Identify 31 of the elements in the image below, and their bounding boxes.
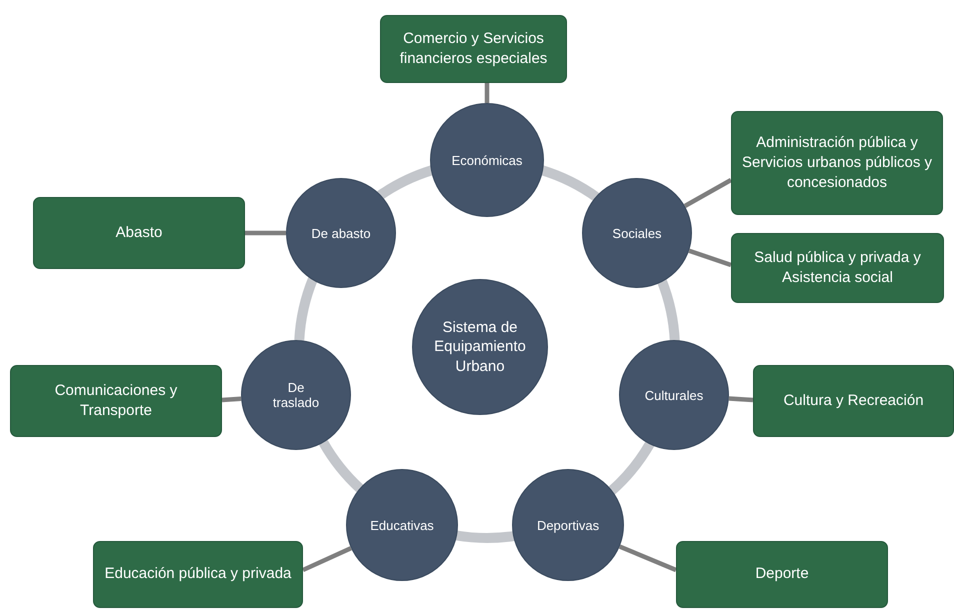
subsystem-box: Abasto <box>33 197 245 269</box>
connector-line <box>245 230 286 236</box>
subsystem-box: Educación pública y privada <box>93 541 303 608</box>
connector-line <box>684 178 732 208</box>
ring-arc <box>456 530 515 543</box>
category-circle: Sociales <box>582 178 692 288</box>
connector-line <box>302 546 352 572</box>
category-circle: Culturales <box>619 340 729 450</box>
subsystem-box: Deporte <box>676 541 888 608</box>
ring-arc <box>540 165 600 202</box>
subsystem-box: Cultura y Recreación <box>753 365 954 437</box>
ring-arc <box>656 278 680 342</box>
subsystem-box: Salud pública y privada y Asistencia social <box>731 233 944 303</box>
subsystem-box: Comunicaciones y Transporte <box>10 365 222 437</box>
ring-arc <box>294 276 318 341</box>
subsystem-box: Comercio y Servicios financieros especiales <box>380 15 567 83</box>
category-circle: Deportivas <box>512 469 624 581</box>
connector-line <box>728 396 754 402</box>
subsystem-box: Administración pública y Servicios urbanos públicos y concesionados <box>731 111 943 215</box>
center-circle: Sistema de Equipamiento Urbano <box>412 279 548 415</box>
ring-arc <box>376 165 434 200</box>
connector-line <box>222 396 242 402</box>
ring-arc <box>319 440 364 492</box>
category-circle: De traslado <box>241 340 351 450</box>
ring-arc <box>608 440 654 495</box>
category-circle: Educativas <box>346 469 458 581</box>
connector-line <box>484 83 490 103</box>
category-circle: De abasto <box>286 178 396 288</box>
connector-line <box>688 248 732 268</box>
category-circle: Económicas <box>430 103 544 217</box>
connector-line <box>618 544 677 572</box>
